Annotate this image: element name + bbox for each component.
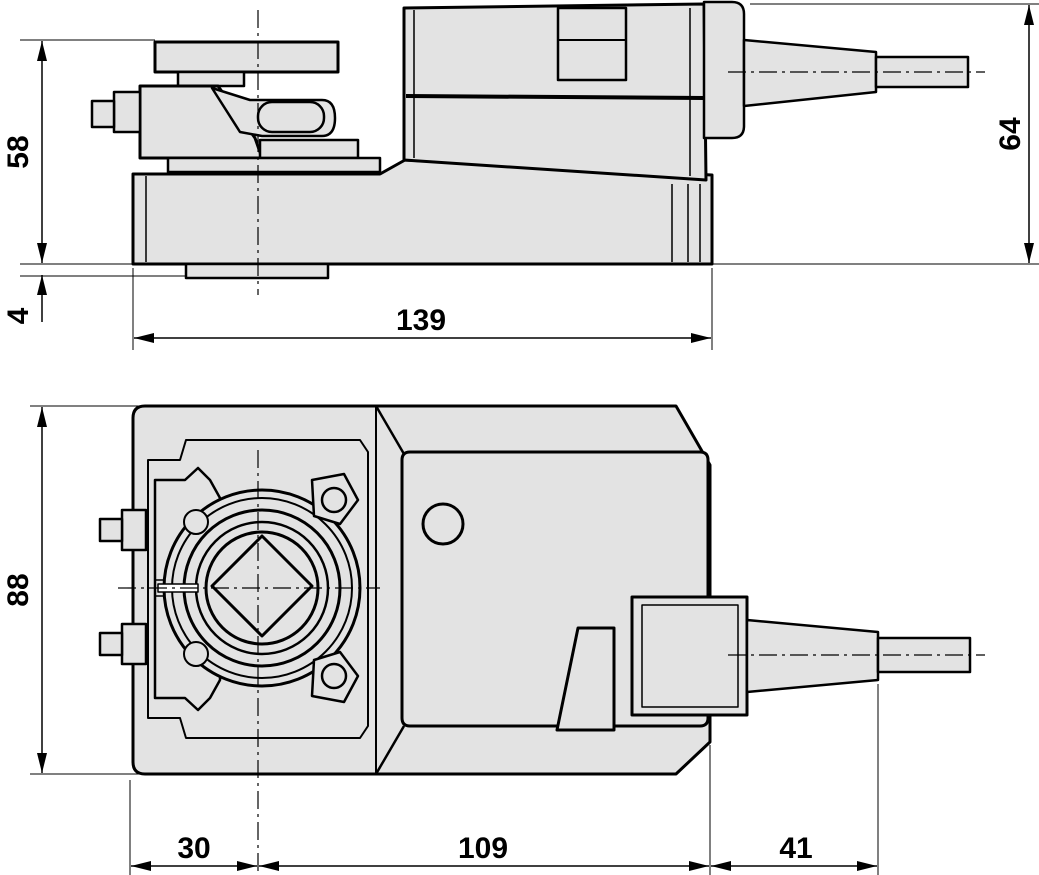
side-gland-housing [702,0,746,140]
side-cable-gland [742,38,878,108]
top-lobe-lower [310,650,360,704]
top-indicator-dot [421,502,465,546]
side-foot [184,262,330,280]
top-bolt-upper [98,517,124,543]
top-extension-lines [30,405,879,875]
top-view [30,404,985,875]
side-top-tab [556,6,628,82]
side-bolt [90,99,116,129]
side-extension-lines [20,3,1039,350]
dim-41-label: 41 [779,832,812,865]
top-dimension-lines [37,407,877,871]
dim-30-label: 30 [177,832,210,865]
top-bolt-lower [98,631,124,657]
side-clamp-pin [256,100,326,134]
top-clamp-frame [147,439,369,739]
side-top-plate [153,40,340,74]
side-spacer [166,156,382,174]
top-nut-upper [120,508,148,552]
top-release-lever [555,626,616,732]
dim-88-label: 88 [2,573,35,606]
side-nut [112,90,142,134]
top-cable-gland [745,618,880,694]
dim-139-label: 139 [396,304,446,337]
dim-109-label: 109 [458,832,508,865]
dim-64-label: 64 [994,117,1027,151]
side-dimension-lines [37,5,1034,343]
top-nut-lower [120,622,148,666]
side-clamp-base [258,138,360,160]
dim-4-label: 4 [2,307,35,324]
side-view [20,0,1039,350]
side-plate-stem [176,70,246,88]
top-gland-block [630,595,749,717]
top-lobe-upper [310,472,360,526]
side-motor-housing [402,2,708,182]
dim-58-label: 58 [2,135,35,168]
